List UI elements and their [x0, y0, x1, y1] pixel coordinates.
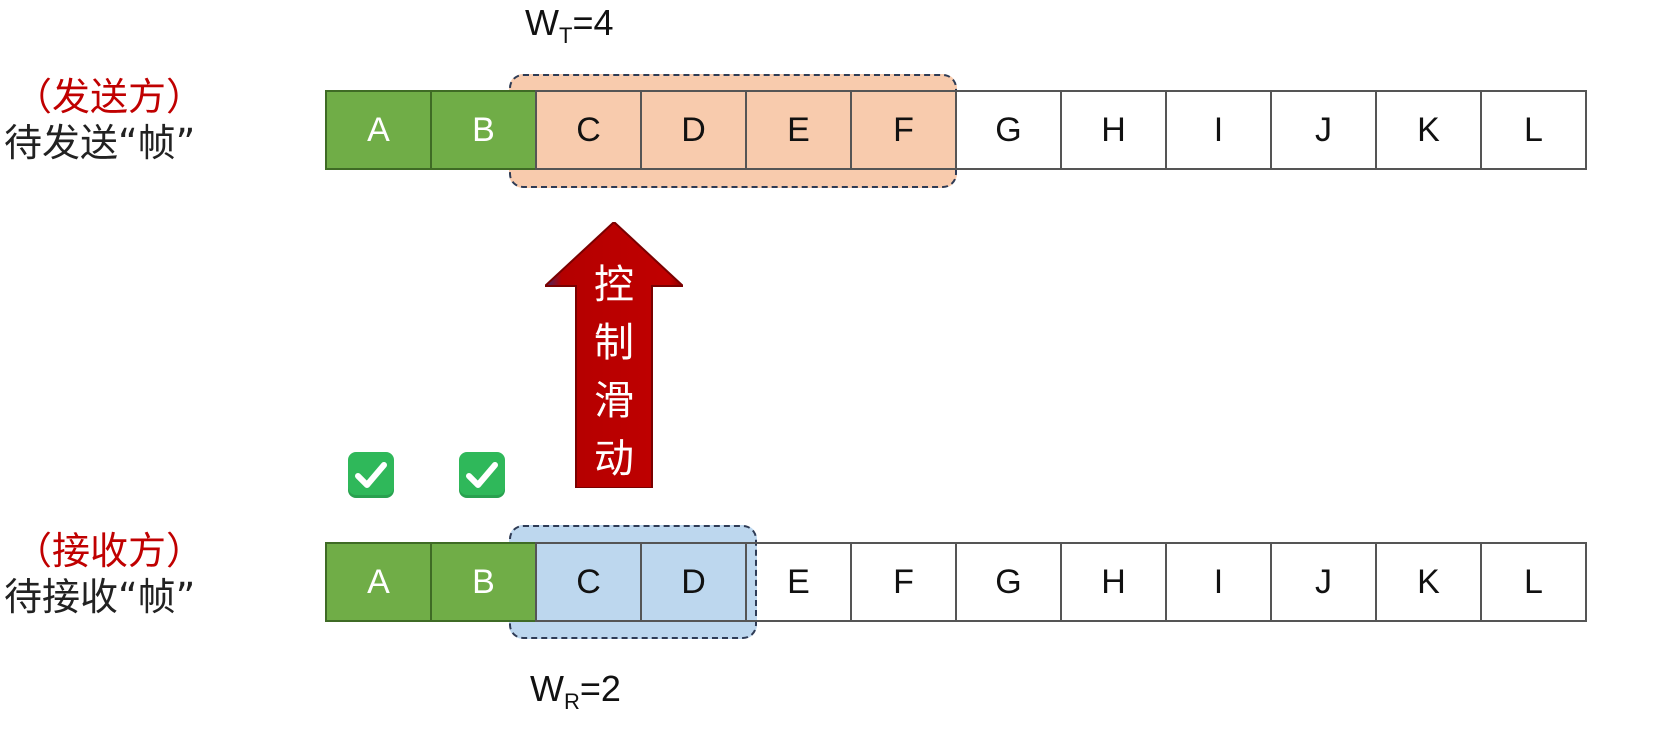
sender-frame-cell: B — [430, 90, 537, 170]
receiver-frame-cell: I — [1165, 542, 1272, 622]
receiver-frame-cell: F — [850, 542, 957, 622]
receiver-frame-cell: J — [1270, 542, 1377, 622]
control-sliding-arrow: 控 制 滑 动 — [542, 220, 686, 489]
receiver-frame-cell: H — [1060, 542, 1167, 622]
check-mark-icon — [348, 452, 394, 498]
sender-frame-cell: L — [1480, 90, 1587, 170]
receiver-frame-cell: B — [430, 542, 537, 622]
arrow-char: 控 — [594, 262, 634, 308]
sender-frame-cell: J — [1270, 90, 1377, 170]
arrow-char: 制 — [594, 320, 634, 366]
check-mark-icon — [459, 452, 505, 498]
sender-frame-cell: F — [850, 90, 957, 170]
receiver-frame-cell: E — [745, 542, 852, 622]
receiver-role-label: （接收方） — [14, 529, 205, 573]
receiver-frame-cell: A — [325, 542, 432, 622]
receiver-frames-label: 待接收“帧” — [4, 575, 196, 619]
sender-frames-label: 待发送“帧” — [4, 121, 196, 165]
receiver-label-block: （接收方） 待接收“帧” — [0, 528, 280, 620]
arrow-char: 滑 — [594, 378, 634, 424]
sender-frame-cell: A — [325, 90, 432, 170]
sender-frame-cell: I — [1165, 90, 1272, 170]
sender-frame-cell: K — [1375, 90, 1482, 170]
sender-frame-cell: E — [745, 90, 852, 170]
sender-frame-cell: H — [1060, 90, 1167, 170]
sender-frame-cell: C — [535, 90, 642, 170]
control-sliding-text: 控 制 滑 动 — [582, 256, 646, 488]
receiver-frame-cell: K — [1375, 542, 1482, 622]
receiver-frame-cell: G — [955, 542, 1062, 622]
sender-frame-cell: G — [955, 90, 1062, 170]
sender-frame-cell: D — [640, 90, 747, 170]
arrow-char: 动 — [594, 436, 634, 482]
sender-label-block: （发送方） 待发送“帧” — [0, 74, 280, 166]
receiver-window-title: WR=2 — [530, 668, 621, 714]
sender-window-title: WT=4 — [525, 2, 614, 48]
sender-role-label: （发送方） — [14, 75, 205, 119]
receiver-frame-cell: L — [1480, 542, 1587, 622]
receiver-frame-cell: D — [640, 542, 747, 622]
receiver-frame-cell: C — [535, 542, 642, 622]
